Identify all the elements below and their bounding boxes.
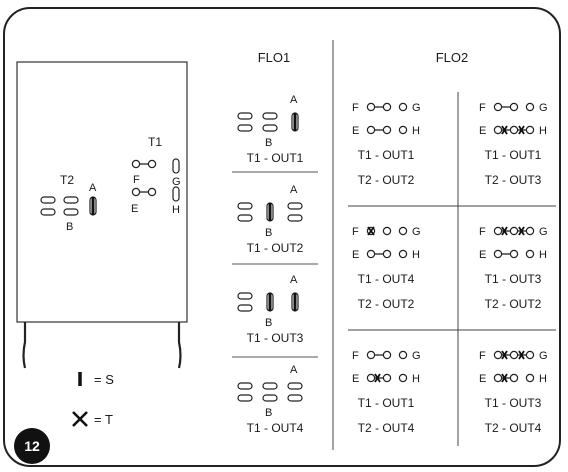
flo2-line2: T2 - OUT3 [485, 173, 542, 187]
flo2-pin-f: F [479, 350, 486, 362]
flo2-pin-g: G [539, 350, 548, 362]
flo1-config-2: A B T1 - OUT2 [237, 184, 304, 255]
flo2-pin-h: H [412, 373, 420, 385]
flo2-line1: T1 - OUT3 [485, 272, 542, 286]
flo1-config-1: A B T1 - OUT1 [237, 94, 304, 165]
flo1-pin-b: B [265, 407, 272, 419]
flo2-config-4: F G E H T1 - OUT3 T2 - OUT2 [479, 226, 548, 311]
figure-number: 12 [24, 438, 40, 454]
t1-label: T1 [148, 135, 162, 149]
t2-label: T2 [60, 173, 74, 187]
module-board: T2 A B T1 F E G H [16, 61, 188, 369]
flo2-line1: T1 - OUT4 [358, 272, 415, 286]
flo2-pin-f: F [352, 226, 359, 238]
flo2-pin-h: H [539, 249, 547, 261]
flo2-config-1: F G E H T1 - OUT1 T2 - OUT2 [352, 102, 421, 187]
flo2-pin-g: G [412, 102, 421, 114]
flo1-pin-a: A [290, 94, 298, 106]
flo2-pin-h: H [412, 125, 420, 137]
figure-number-badge: 12 [14, 428, 50, 464]
header-flo1: FLO1 [258, 50, 291, 65]
pin-e-label: E [131, 203, 138, 215]
flo2-pin-h: H [539, 373, 547, 385]
flo1-caption: T1 - OUT4 [247, 421, 304, 435]
flo2-pin-h: H [539, 125, 547, 137]
legend-s-text: = S [94, 372, 114, 387]
flo2-line1: T1 - OUT1 [485, 148, 542, 162]
flo1-pin-a: A [290, 184, 298, 196]
flo2-line1: T1 - OUT1 [358, 396, 415, 410]
pin-f-label: F [133, 174, 140, 186]
flo2-pin-e: E [352, 249, 359, 261]
flo2-line2: T2 - OUT2 [358, 297, 415, 311]
flo2-pin-e: E [352, 373, 359, 385]
t2-jumper-a [88, 195, 98, 217]
flo2-pin-f: F [479, 102, 486, 114]
flo2-pin-e: E [352, 125, 359, 137]
flo2-config-5: F G E H T1 - OUT1 T2 - OUT4 [352, 350, 421, 435]
header-flo2: FLO2 [436, 50, 469, 65]
pin-g-label: G [172, 176, 181, 188]
legend-t-text: = T [94, 412, 113, 427]
flo2-pin-f: F [352, 350, 359, 362]
module-leg-right [177, 322, 182, 369]
flo2-line2: T2 - OUT4 [485, 421, 542, 435]
module-outline [16, 61, 188, 323]
pin-b-label: B [66, 221, 73, 233]
flo1-pin-b: B [265, 317, 272, 329]
flo1-pin-a: A [290, 364, 298, 376]
legend: = S = T [72, 372, 114, 427]
flo2-line1: T1 - OUT1 [358, 148, 415, 162]
flo2-pin-g: G [539, 102, 548, 114]
flo2-pin-g: G [412, 226, 421, 238]
flo2-pin-g: G [412, 350, 421, 362]
flo2-pin-g: G [539, 226, 548, 238]
flo2-line2: T2 - OUT2 [485, 297, 542, 311]
flo1-pin-b: B [265, 137, 272, 149]
flo2-pin-e: E [479, 125, 486, 137]
flo1-config-4: A B T1 - OUT4 [237, 364, 304, 435]
pin-a-label: A [89, 182, 97, 194]
flo2-pin-f: F [352, 102, 359, 114]
flo1-pin-a: A [290, 274, 298, 286]
flo2-config-3: F G E H T1 - OUT4 T2 - OUT2 [352, 226, 421, 311]
flo2-line2: T2 - OUT4 [358, 421, 415, 435]
flo1-caption: T1 - OUT3 [247, 331, 304, 345]
legend-t-symbol [72, 411, 88, 427]
flo2-line2: T2 - OUT2 [358, 173, 415, 187]
flo1-config-3: A B T1 - OUT3 [237, 274, 304, 345]
module-leg-left [22, 322, 27, 369]
flo2-config-6: F G E H T1 - OUT3 T2 - OUT4 [479, 350, 548, 435]
flo2-pin-f: F [479, 226, 486, 238]
flo2-pin-e: E [479, 249, 486, 261]
t2-jumper-block [40, 195, 98, 217]
flo2-config-2: F G E H T1 - OUT1 T2 - OUT3 [479, 102, 548, 187]
flo2-pin-h: H [412, 249, 420, 261]
flo1-caption: T1 - OUT1 [247, 151, 304, 165]
flo2-pin-e: E [479, 373, 486, 385]
pin-h-label: H [172, 204, 180, 216]
t1-pin-block [131, 158, 180, 202]
flo1-caption: T1 - OUT2 [247, 241, 304, 255]
outer-frame [3, 7, 561, 467]
flo2-line1: T1 - OUT3 [485, 396, 542, 410]
flo1-pin-b: B [265, 227, 272, 239]
